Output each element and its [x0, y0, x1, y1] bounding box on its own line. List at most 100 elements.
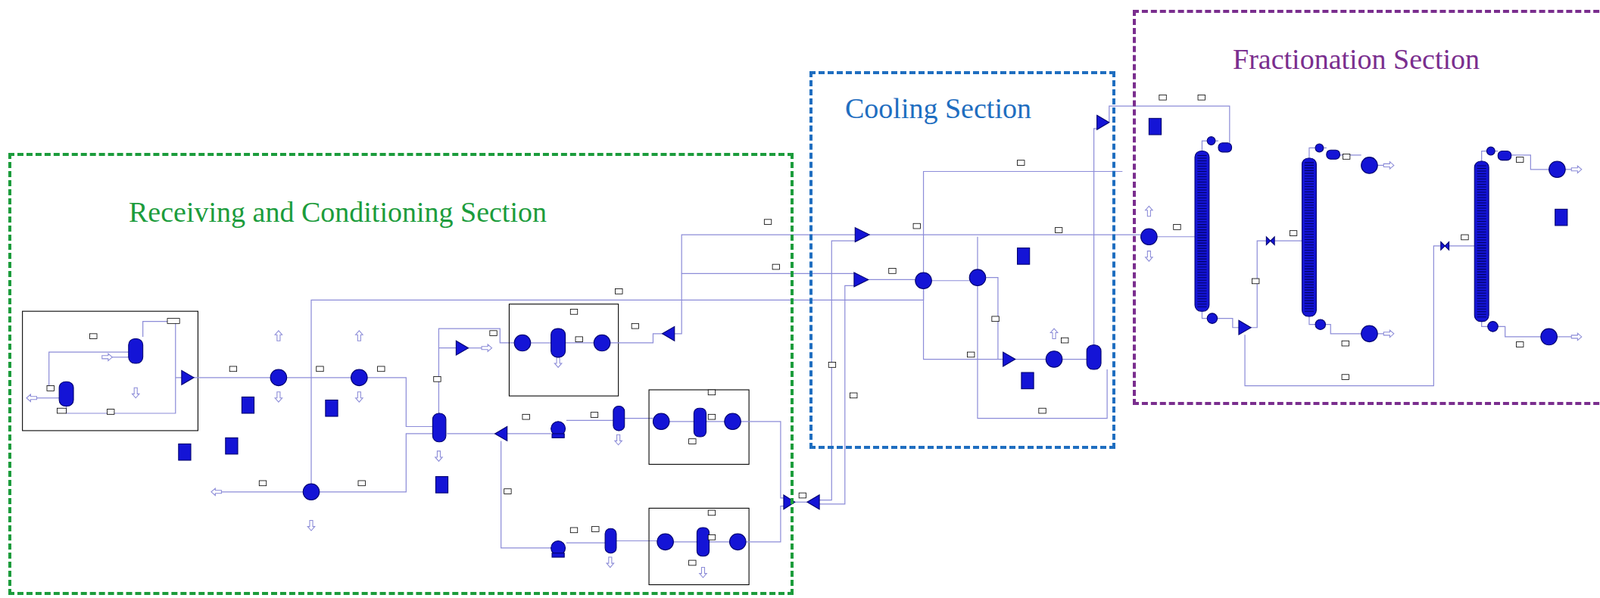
stream — [438, 328, 515, 349]
stream — [530, 342, 552, 344]
stream-tag — [316, 366, 324, 372]
stream-tag — [913, 223, 921, 229]
sub-flowsheet-box — [22, 311, 199, 431]
heat-exchanger — [969, 269, 986, 287]
condenser — [1315, 143, 1324, 153]
stream — [66, 377, 182, 414]
column — [696, 527, 709, 557]
stream — [565, 342, 595, 344]
product-arrow — [1383, 162, 1394, 169]
stream-tag — [689, 560, 696, 566]
stream — [367, 377, 433, 428]
stream — [681, 234, 855, 274]
spreadsheet-block — [178, 443, 191, 461]
utility-arrow — [1050, 328, 1058, 339]
section-region: Cooling Section — [809, 71, 1116, 450]
heat-exchanger — [270, 369, 287, 387]
reboiler — [1487, 321, 1498, 332]
stream — [1377, 333, 1384, 334]
stream-tag — [991, 316, 999, 322]
separator-vessel — [551, 328, 566, 358]
product-arrow — [1571, 333, 1582, 340]
heat-exchanger — [514, 334, 531, 352]
stream — [976, 237, 978, 270]
stream-tag — [689, 439, 696, 445]
stream — [1309, 316, 1362, 334]
tee — [495, 427, 508, 442]
stream — [193, 377, 271, 378]
stream-tag — [1515, 157, 1523, 163]
spreadsheet-block — [1017, 248, 1030, 266]
stream — [468, 347, 483, 349]
stream — [446, 433, 495, 434]
stream-tag — [570, 527, 577, 534]
stream — [740, 421, 784, 499]
reboiler — [1207, 313, 1217, 324]
column-trays — [1197, 155, 1207, 308]
stream — [868, 279, 916, 281]
stream — [37, 397, 60, 399]
stream — [795, 502, 808, 503]
separator-vessel — [432, 413, 447, 443]
stream-tag — [615, 289, 623, 295]
stream-arrows — [26, 162, 1582, 578]
stream-tag — [888, 268, 896, 275]
stream-tag — [90, 333, 97, 340]
stream-tag — [1342, 154, 1350, 160]
stream-tag — [489, 330, 497, 337]
stream-tag — [1251, 278, 1259, 284]
separator-vessel — [605, 528, 617, 553]
stream — [610, 333, 663, 344]
stream-tag — [1197, 94, 1205, 100]
product-cooler — [1361, 325, 1379, 343]
stream — [1157, 236, 1195, 238]
stream-tag — [631, 323, 639, 329]
stream — [923, 289, 1004, 360]
stream-tag — [358, 480, 365, 487]
sub-flowsheet-box — [648, 389, 749, 465]
stream-tag — [570, 308, 577, 315]
utility-arrow — [355, 330, 363, 341]
heat-exchanger — [729, 533, 747, 551]
product-arrow — [132, 387, 140, 398]
condenser — [1486, 146, 1495, 156]
stream — [1244, 246, 1475, 387]
separator-vessel — [1086, 345, 1101, 370]
product-arrow — [1383, 330, 1394, 337]
tee — [455, 340, 468, 356]
stream-tag — [1341, 374, 1349, 381]
spreadsheet-block — [1148, 118, 1161, 135]
heat-exchanger — [657, 533, 674, 551]
heat-exchanger — [652, 413, 670, 431]
heat-exchanger — [724, 413, 742, 431]
product-arrow — [606, 557, 614, 568]
stream-tag — [377, 366, 385, 372]
heat-exchanger — [593, 334, 611, 352]
stream-tag — [1054, 227, 1062, 234]
stream-lines — [22, 106, 1572, 585]
stream-tag — [1159, 94, 1167, 100]
stream — [745, 506, 784, 543]
feed-arrow — [26, 394, 37, 402]
stream-tag — [106, 409, 114, 415]
reflux-drum — [1218, 143, 1232, 153]
mixer — [1097, 115, 1110, 130]
separator-vessel — [128, 339, 144, 364]
stream-tag — [967, 352, 975, 358]
reboiler — [1315, 319, 1326, 330]
stream — [977, 285, 1108, 418]
product-arrow — [614, 434, 622, 445]
stream-tag — [764, 219, 771, 225]
tee — [807, 495, 820, 510]
section-region: Receiving and Conditioning Section — [8, 152, 794, 596]
pump-base — [552, 553, 565, 558]
distillation-column — [1194, 151, 1210, 312]
tee — [1238, 320, 1251, 335]
stream — [1250, 240, 1302, 328]
stream — [507, 433, 552, 434]
spreadsheet-block — [1555, 208, 1568, 226]
stream — [1377, 165, 1384, 166]
stream — [1201, 311, 1239, 328]
spreadsheet-block — [241, 396, 254, 414]
stream-tag — [850, 392, 858, 399]
